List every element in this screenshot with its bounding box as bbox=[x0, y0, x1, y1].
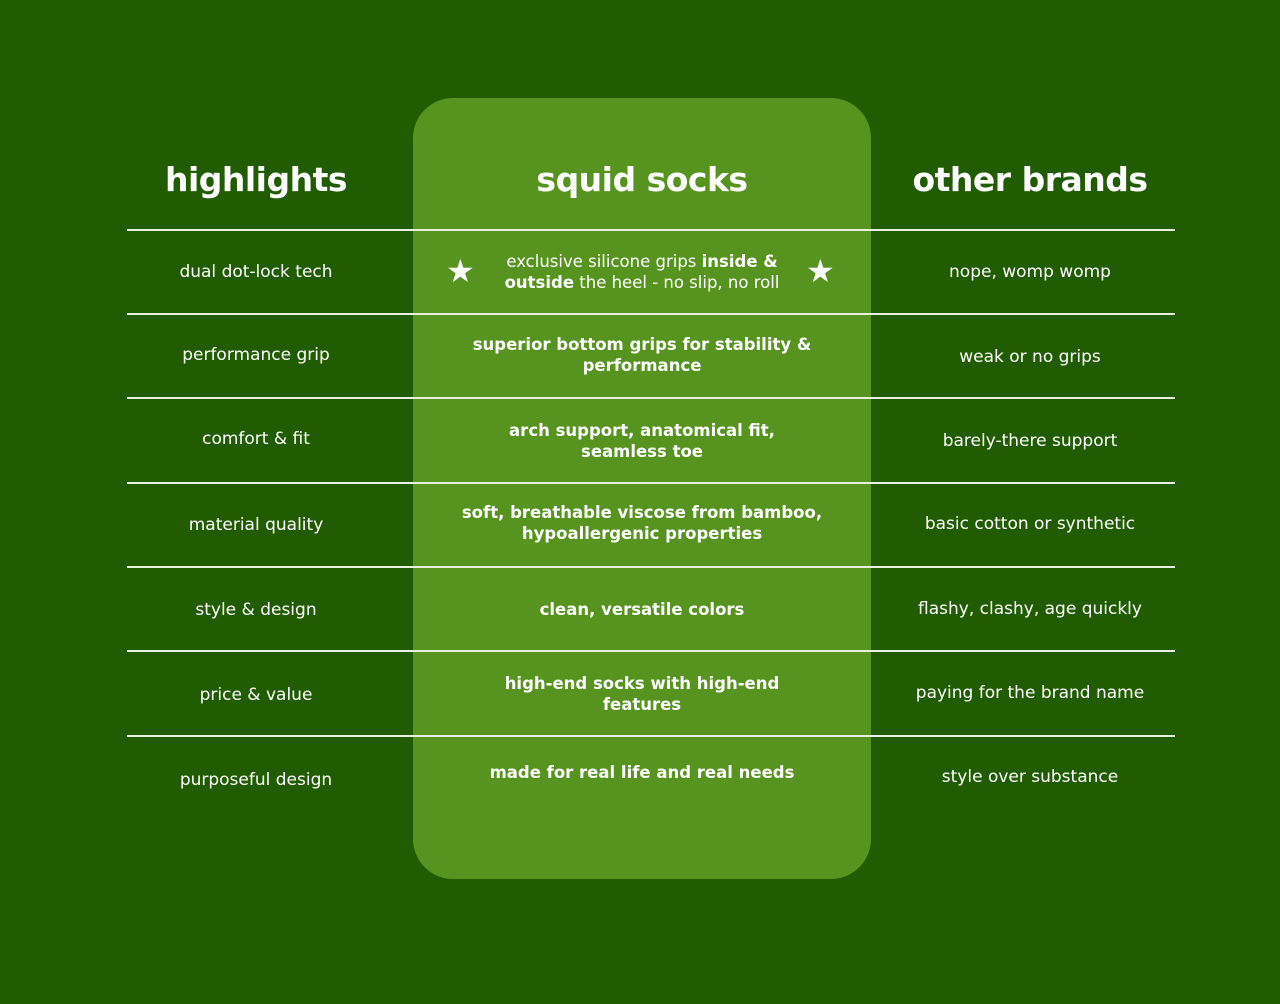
text-bold: inside & bbox=[701, 252, 778, 271]
divider bbox=[127, 313, 1175, 315]
divider bbox=[127, 650, 1175, 652]
row-other-value: basic cotton or synthetic bbox=[924, 513, 1136, 534]
star-icon: ★ bbox=[446, 252, 475, 290]
row-squid-value: soft, breathable viscose from bamboo, hy… bbox=[461, 503, 823, 543]
row-other-value: flashy, clashy, age quickly bbox=[918, 598, 1142, 619]
row-squid-value: clean, versatile colors bbox=[539, 599, 745, 619]
text-bold: outside bbox=[504, 273, 575, 292]
header-squid-socks: squid socks bbox=[536, 160, 748, 199]
row-other-value: nope, womp womp bbox=[949, 261, 1111, 282]
row-squid-value: superior bottom grips for stability & pe… bbox=[472, 335, 812, 375]
header-highlights: highlights bbox=[164, 160, 348, 199]
row-highlight: dual dot-lock tech bbox=[179, 261, 333, 282]
star-icon: ★ bbox=[806, 252, 835, 290]
text-part: exclusive silicone grips bbox=[506, 252, 702, 271]
row-squid-value: made for real life and real needs bbox=[489, 762, 795, 782]
divider bbox=[127, 735, 1175, 737]
row-other-value: barely-there support bbox=[942, 430, 1118, 451]
squid-socks-column-panel bbox=[413, 98, 871, 879]
row-other-value: style over substance bbox=[941, 766, 1119, 787]
row-highlight: material quality bbox=[188, 514, 324, 535]
text-part: the heel - no slip, no roll bbox=[574, 273, 780, 292]
divider bbox=[127, 566, 1175, 568]
header-other-brands: other brands bbox=[912, 160, 1148, 199]
divider bbox=[127, 397, 1175, 399]
divider bbox=[127, 229, 1175, 231]
row-highlight: style & design bbox=[195, 599, 317, 620]
divider bbox=[127, 482, 1175, 484]
row-highlight: purposeful design bbox=[179, 769, 333, 790]
row-other-value: weak or no grips bbox=[959, 346, 1101, 367]
row-highlight: performance grip bbox=[182, 344, 330, 365]
row-highlight: comfort & fit bbox=[202, 428, 310, 449]
row-other-value: paying for the brand name bbox=[915, 682, 1145, 703]
row-highlight: price & value bbox=[199, 684, 313, 705]
row-squid-value: high-end socks with high-end features bbox=[504, 674, 780, 714]
row-squid-value: exclusive silicone grips inside & outsid… bbox=[490, 231, 794, 313]
row-squid-value: arch support, anatomical fit, seamless t… bbox=[509, 421, 775, 461]
